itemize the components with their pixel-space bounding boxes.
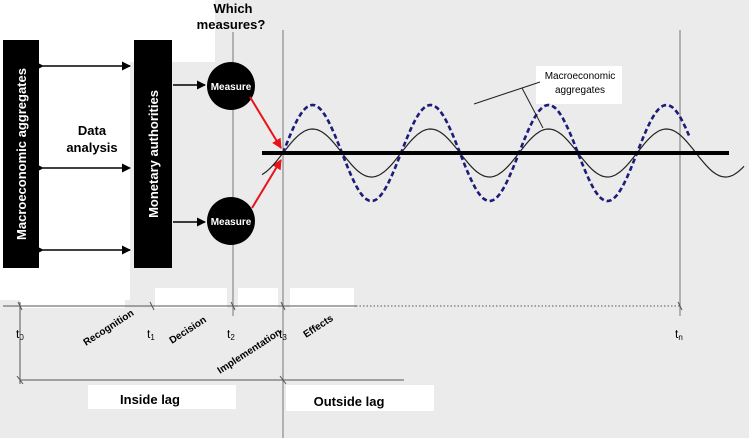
macroeconomic-aggregates-block (3, 40, 39, 268)
timeline-tick-labels: t0 t1 t2 t3 tn (16, 327, 683, 342)
tick-t2: t2 (227, 327, 235, 342)
tick-tn: tn (675, 327, 683, 342)
aggregates-label-line2: aggregates (555, 85, 605, 96)
measure-circle-top (207, 62, 255, 110)
phase-labels: Recognition Decision Implementation Effe… (82, 308, 336, 377)
measure-circle-bottom (207, 197, 255, 245)
tick-t3: t3 (279, 327, 287, 342)
monetary-authorities-label: Monetary authorities (146, 90, 161, 218)
outside-lag-label: Outside lag (314, 394, 385, 409)
macroeconomic-aggregates-label: Macroeconomic aggregates (14, 68, 29, 240)
data-analysis-line1: Data (78, 123, 107, 138)
tick-t0: t0 (16, 327, 24, 342)
monetary-authorities-block (134, 40, 172, 268)
phase-effects: Effects (302, 313, 336, 341)
which-measures-line1: Which (214, 1, 253, 16)
background-panels (0, 0, 622, 411)
lag-spans (16, 302, 404, 385)
phase-decision: Decision (168, 315, 209, 347)
aggregates-leader-lines (473, 81, 544, 129)
which-measures-line2: measures? (197, 17, 266, 32)
phase-recognition: Recognition (82, 308, 136, 349)
measure-label-bottom: Measure (211, 217, 252, 228)
authority-to-measure-arrows (173, 80, 206, 227)
aggregates-label-line1: Macroeconomic (545, 71, 616, 82)
phase-implementation: Implementation (216, 327, 284, 376)
data-flow-arrows (35, 61, 131, 255)
measure-label-top: Measure (211, 82, 252, 93)
tick-t1: t1 (147, 327, 155, 342)
data-analysis-line2: analysis (66, 140, 117, 155)
aggregate-wave-dashed (281, 103, 691, 203)
measure-effect-arrows (249, 96, 282, 209)
inside-lag-label: Inside lag (120, 392, 180, 407)
